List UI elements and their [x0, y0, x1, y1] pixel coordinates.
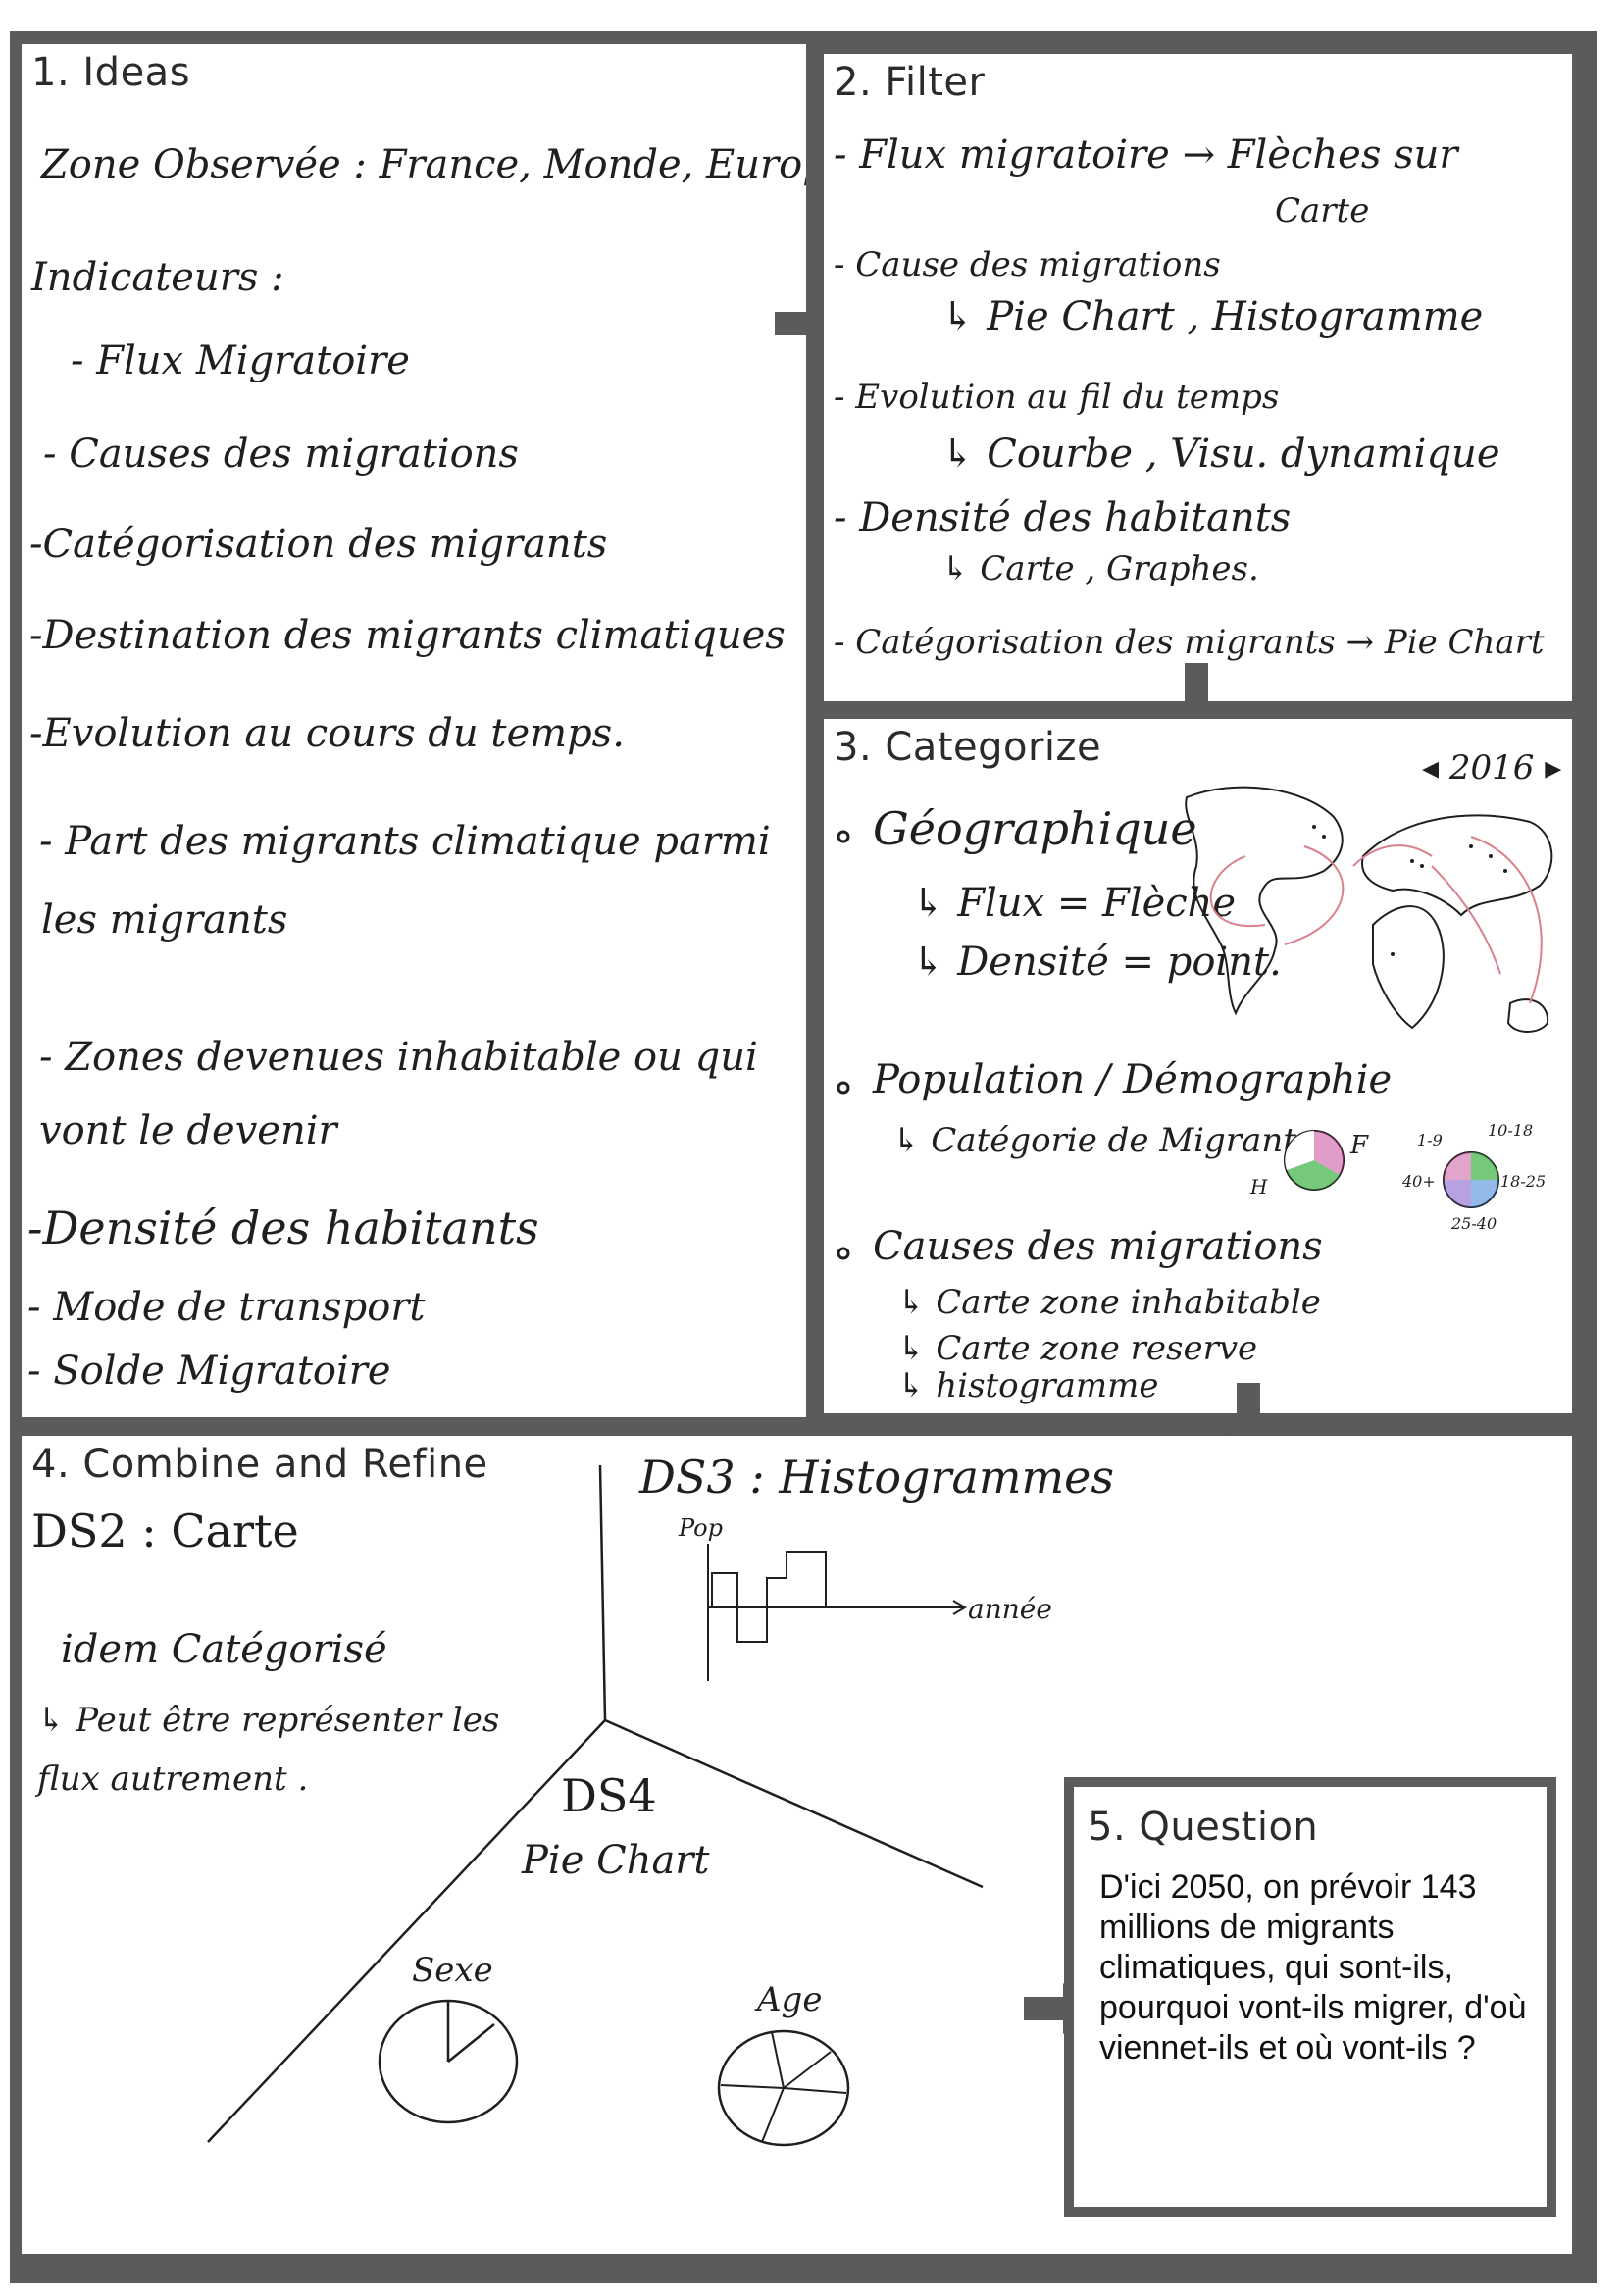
filter-line: - Cause des migrations [834, 245, 1221, 284]
age-label: 18-25 [1500, 1172, 1547, 1191]
bullet-dot [837, 830, 850, 843]
filter-line: ↳ Courbe , Visu. dynamique [941, 432, 1500, 477]
ds2-line: ↳ Peut être représenter les [37, 1701, 500, 1740]
panel-title: 2. Filter [834, 60, 986, 105]
filter-line: - Evolution au fil du temps [834, 378, 1280, 417]
filter-line: Carte [1275, 191, 1370, 230]
category-sub: ↳ Flux = Flèche [912, 881, 1237, 926]
filter-line: - Catégorisation des migrants → Pie Char… [834, 623, 1545, 662]
arrow-filter-to-categorize [1171, 663, 1222, 734]
panel-title: 3. Categorize [834, 725, 1102, 770]
panel-categorize: 3. Categorize ◂ 2016 ▸ Géographique ↳ Fl… [824, 719, 1572, 1413]
question-text: D'ici 2050, on prévoir 143 millions de m… [1099, 1868, 1527, 2066]
ds3-title: DS3 : Histogrammes [639, 1451, 1114, 1504]
age-label: 25-40 [1451, 1214, 1497, 1233]
ds2-title: DS2 : Carte [31, 1504, 299, 1557]
idea-item: - Part des migrants climatique parmi [39, 819, 771, 864]
zone-observee-line: Zone Observée : France, Monde, Europe [41, 142, 806, 187]
ds2-line: flux autrement . [37, 1759, 309, 1799]
panel-filter: 2. Filter - Flux migratoire → Flèches su… [824, 54, 1572, 701]
age-label: 10-18 [1488, 1121, 1534, 1140]
idea-item: - Flux Migratoire [71, 338, 410, 383]
idea-item: -Densité des habitants [27, 1201, 539, 1254]
age-label: 40+ [1402, 1172, 1436, 1191]
category-sub: ↳ Densité = point. [912, 940, 1282, 985]
idea-item: - Causes des migrations [43, 432, 519, 477]
category-causes: Causes des migrations [873, 1224, 1323, 1269]
filter-line: - Densité des habitants [834, 495, 1292, 540]
category-population: Population / Démographie [873, 1057, 1393, 1102]
ds3-axis-y: Pop [679, 1514, 723, 1542]
panel-title: 5. Question [1088, 1805, 1319, 1850]
age-pie-sketch-large [717, 2029, 850, 2147]
filter-line: - Flux migratoire → Flèches sur [834, 132, 1458, 178]
panel-question: 5. Question D'ici 2050, on prévoir 143 m… [1074, 1787, 1547, 2207]
category-sub: ↳ Carte zone inhabitable [897, 1283, 1321, 1322]
panel-ideas: 1. Ideas Zone Observée : France, Monde, … [22, 44, 806, 1417]
section-divider-lines [207, 1464, 984, 2143]
pie-sexe-label: Sexe [412, 1951, 493, 1990]
pie-label-h: H [1250, 1175, 1268, 1198]
category-sub: ↳ Catégorie de Migrants [892, 1121, 1314, 1160]
idea-item: les migrants [41, 897, 288, 943]
sexe-pie-sketch [378, 1999, 519, 2124]
idea-item: -Evolution au cours du temps. [29, 711, 625, 756]
filter-line: ↳ Pie Chart , Histogramme [941, 294, 1484, 339]
idea-item: - Mode de transport [27, 1285, 426, 1330]
idea-item: - Zones devenues inhabitable ou qui [39, 1035, 758, 1080]
world-map-sketch [1185, 786, 1553, 1033]
pie-age-label: Age [757, 1980, 823, 2019]
pie-label-f: F [1350, 1131, 1369, 1160]
panel-title: 1. Ideas [31, 50, 191, 95]
age-pie-sketch [1443, 1151, 1499, 1208]
filter-line: ↳ Carte , Graphes. [941, 549, 1259, 588]
year-selector: ◂ 2016 ▸ [1422, 748, 1562, 788]
panel-title: 4. Combine and Refine [31, 1442, 488, 1487]
ds3-histogram-sketch [707, 1544, 967, 1681]
ds4-title: DS4 [561, 1769, 657, 1822]
ds2-line: idem Catégorisé [61, 1627, 387, 1672]
bullet-dot [837, 1081, 850, 1095]
idea-item: -Destination des migrants climatiques [29, 613, 786, 658]
age-label: 1-9 [1417, 1131, 1443, 1149]
ds3-axis-x: année [968, 1593, 1052, 1625]
idea-item: - Solde Migratoire [27, 1349, 391, 1394]
indicators-heading: Indicateurs : [31, 255, 284, 300]
category-sub: ↳ histogramme [897, 1366, 1159, 1405]
category-sub: ↳ Carte zone reserve [897, 1329, 1258, 1368]
ds4-subtitle: Pie Chart [522, 1838, 710, 1883]
idea-item: -Catégorisation des migrants [29, 522, 608, 567]
idea-item: vont le devenir [39, 1108, 337, 1153]
bullet-dot [837, 1247, 850, 1260]
category-geographique: Géographique [873, 802, 1197, 855]
sex-pie-sketch [1284, 1130, 1345, 1191]
